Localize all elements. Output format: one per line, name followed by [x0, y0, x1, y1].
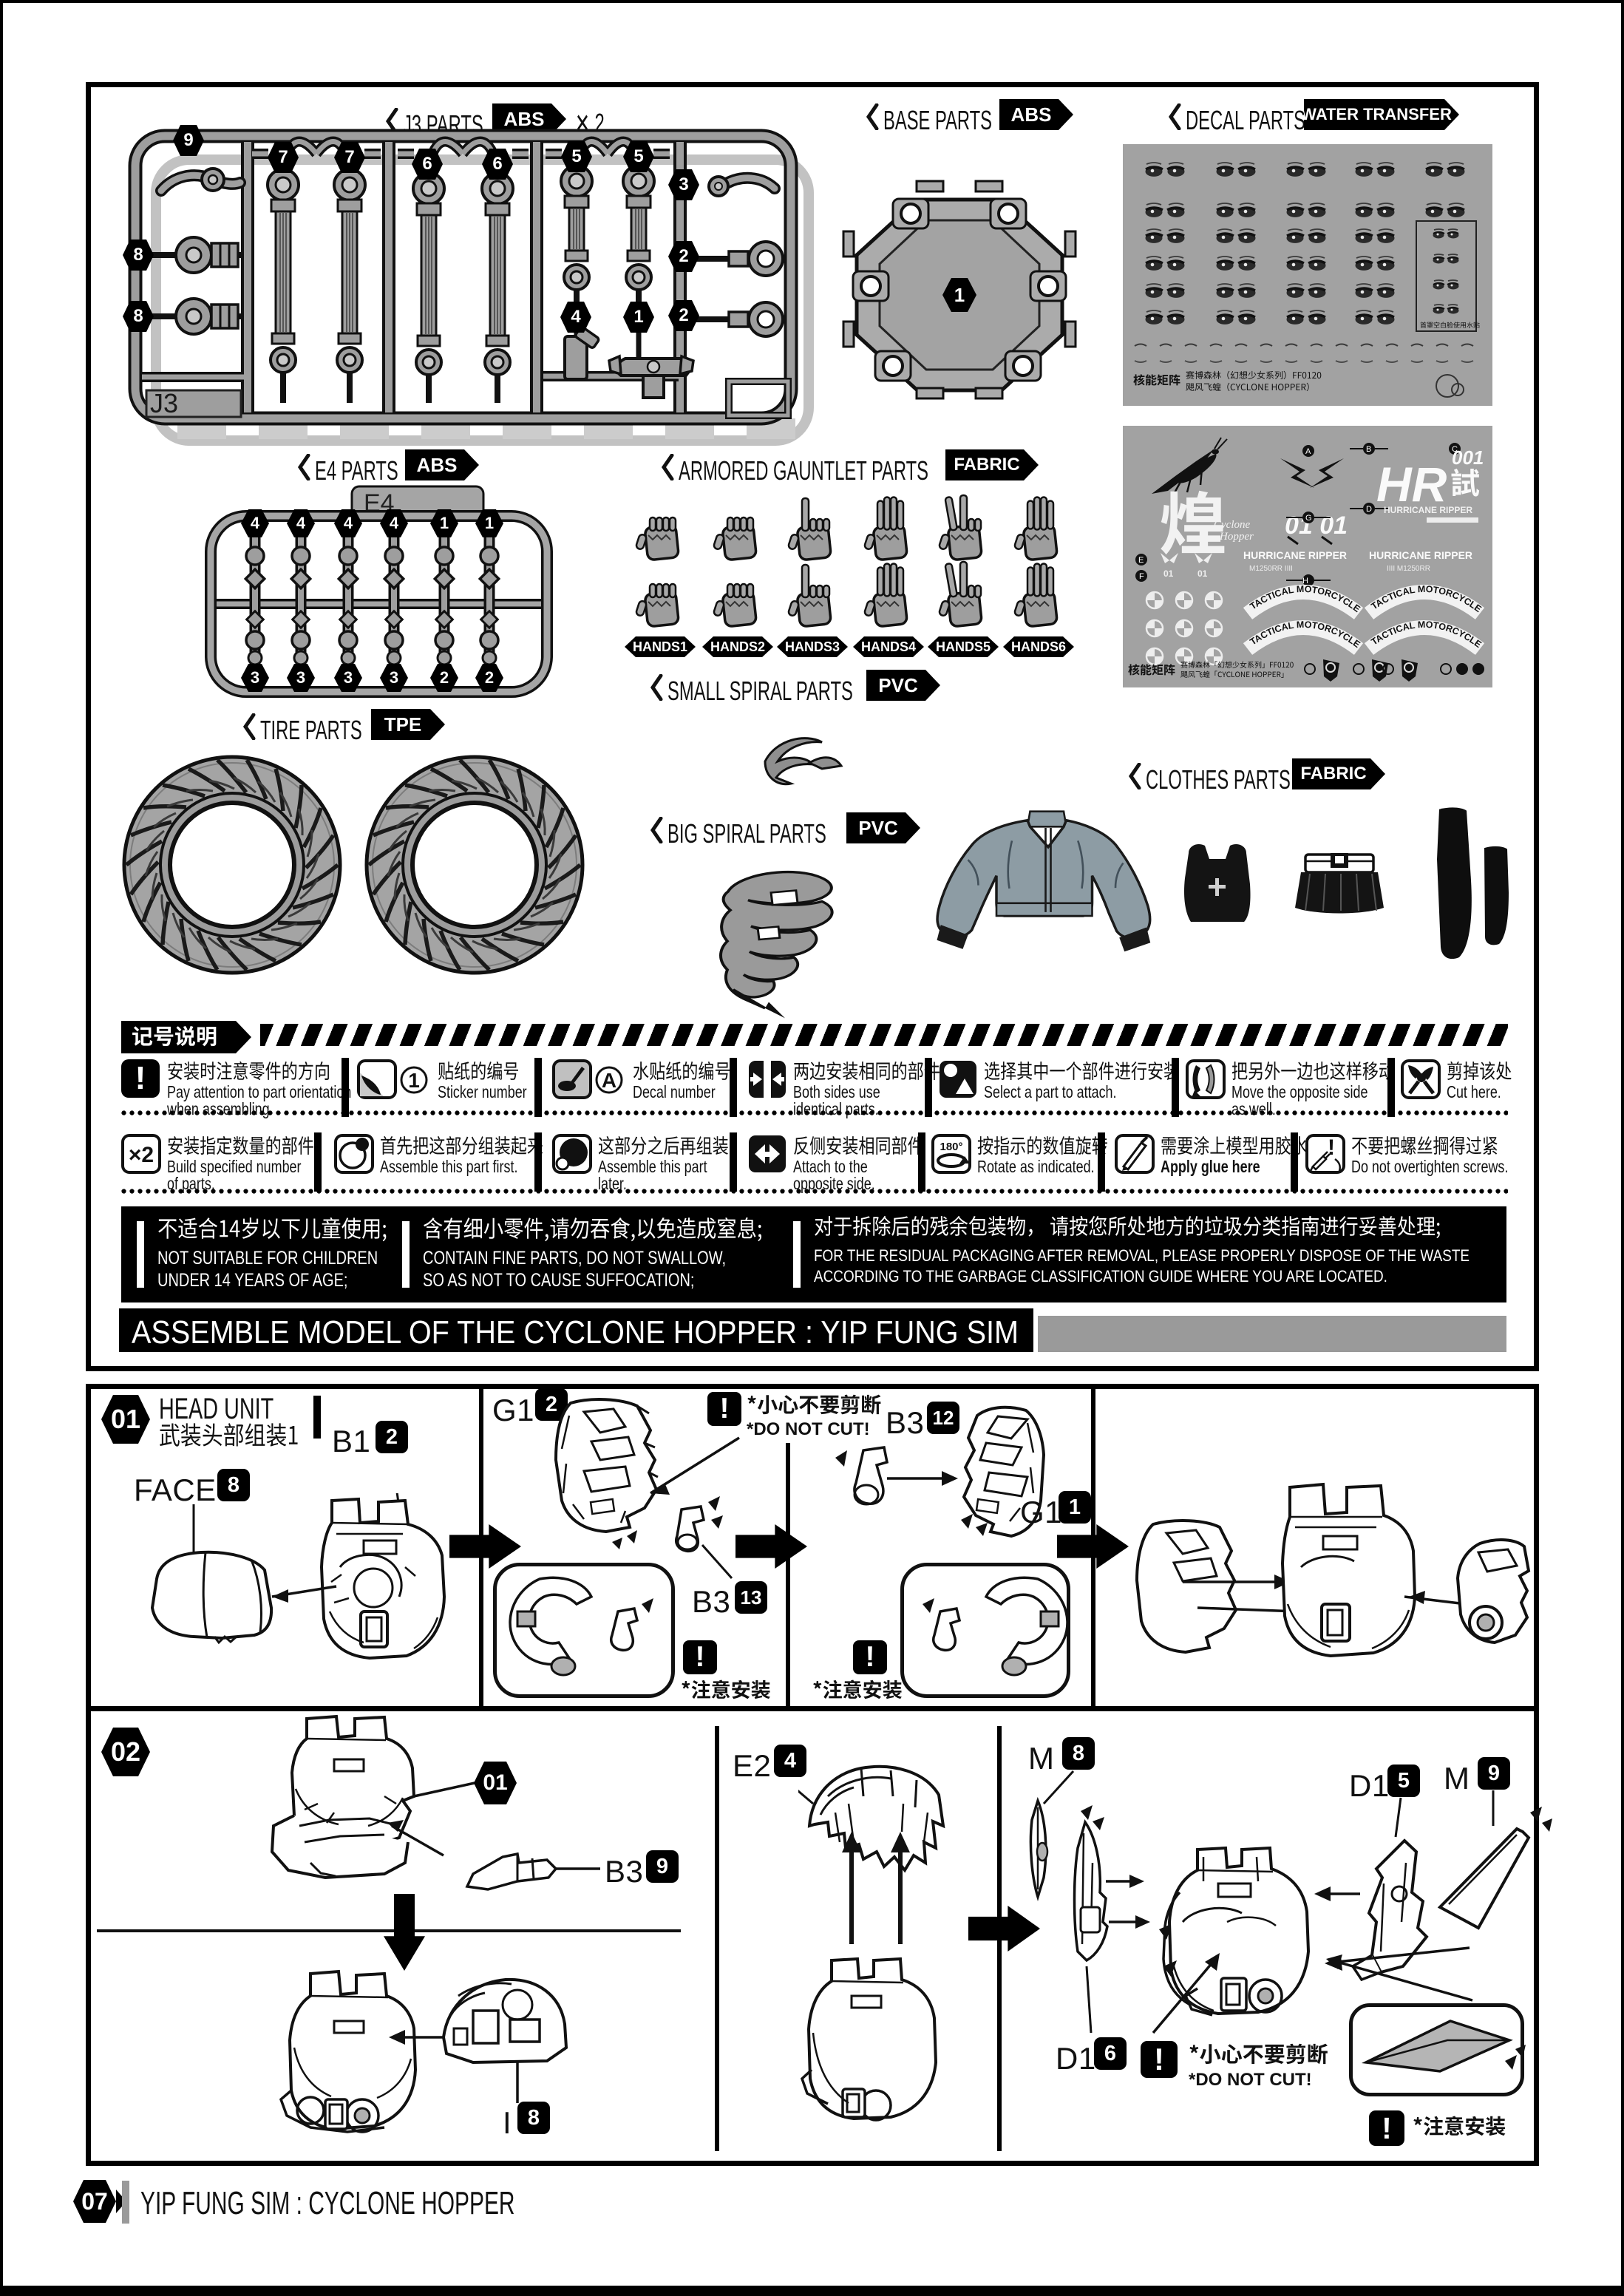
svg-text:001: 001 [1452, 446, 1484, 469]
svg-text:J3: J3 [150, 388, 178, 418]
svg-text:D: D [1366, 505, 1372, 514]
svg-text:H: H [1302, 577, 1308, 585]
svg-text:01: 01 [1163, 568, 1174, 579]
svg-text:Hopper: Hopper [1219, 531, 1254, 543]
svg-text:F: F [1139, 572, 1144, 581]
svg-text:IIII M1250RR: IIII M1250RR [1387, 565, 1430, 573]
svg-text:HURRICANE RIPPER: HURRICANE RIPPER [1384, 505, 1472, 515]
svg-text:G: G [1305, 514, 1312, 523]
svg-text:A: A [1305, 447, 1311, 456]
svg-text:×2: ×2 [129, 1143, 154, 1167]
svg-text:01: 01 [1197, 568, 1208, 579]
svg-text:B: B [1366, 445, 1371, 454]
svg-text:Cyclone: Cyclone [1214, 519, 1250, 531]
svg-text:A: A [602, 1069, 616, 1092]
svg-text:M1250RR IIII: M1250RR IIII [1249, 565, 1293, 573]
svg-text:1: 1 [408, 1069, 420, 1092]
svg-text:01 01: 01 01 [1285, 512, 1348, 540]
svg-text:!: ! [1328, 1135, 1335, 1160]
svg-text:HR: HR [1376, 457, 1447, 512]
svg-text:C: C [1452, 445, 1458, 454]
svg-text:HURRICANE RIPPER: HURRICANE RIPPER [1369, 549, 1472, 561]
svg-text:180°: 180° [940, 1141, 962, 1153]
svg-text:E: E [1138, 556, 1144, 565]
svg-text:HURRICANE RIPPER: HURRICANE RIPPER [1243, 549, 1347, 561]
